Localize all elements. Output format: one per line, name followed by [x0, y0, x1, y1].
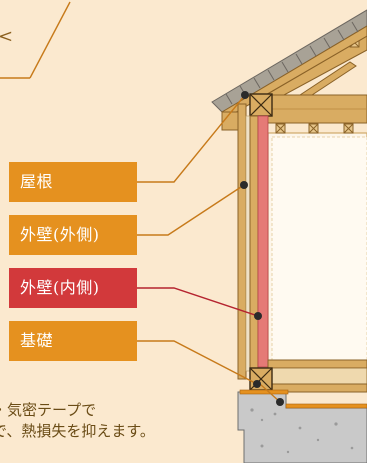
- label-wall-interior: 外壁(内側): [9, 268, 137, 308]
- foundation: [237, 389, 367, 463]
- svg-text:<: <: [0, 26, 13, 47]
- marker-dots: [240, 91, 284, 406]
- exterior-wall: [237, 103, 259, 380]
- connector-foundation: [137, 340, 258, 385]
- upper-callout-fragment: <: [0, 1, 71, 79]
- ceiling-joists: [257, 94, 367, 134]
- caption-line-2: で、熱損失を抑えます。: [0, 422, 155, 440]
- label-roof: 屋根: [9, 162, 137, 202]
- caption-text: ・気密テープで で、熱損失を抑えます。: [0, 400, 367, 442]
- sill-plate: [249, 367, 273, 391]
- floor-structure: [267, 359, 367, 393]
- connector-roof: [137, 94, 246, 183]
- top-plate: [249, 93, 273, 117]
- connector-wall-exterior: [137, 184, 245, 236]
- callout-connectors: [137, 94, 281, 403]
- label-wall-exterior: 外壁(外側): [9, 215, 137, 255]
- label-foundation: 基礎: [9, 321, 137, 361]
- wall-insulation: [257, 115, 269, 368]
- connector-wall-interior: [137, 287, 259, 317]
- caption-line-1: ・気密テープで: [0, 401, 97, 419]
